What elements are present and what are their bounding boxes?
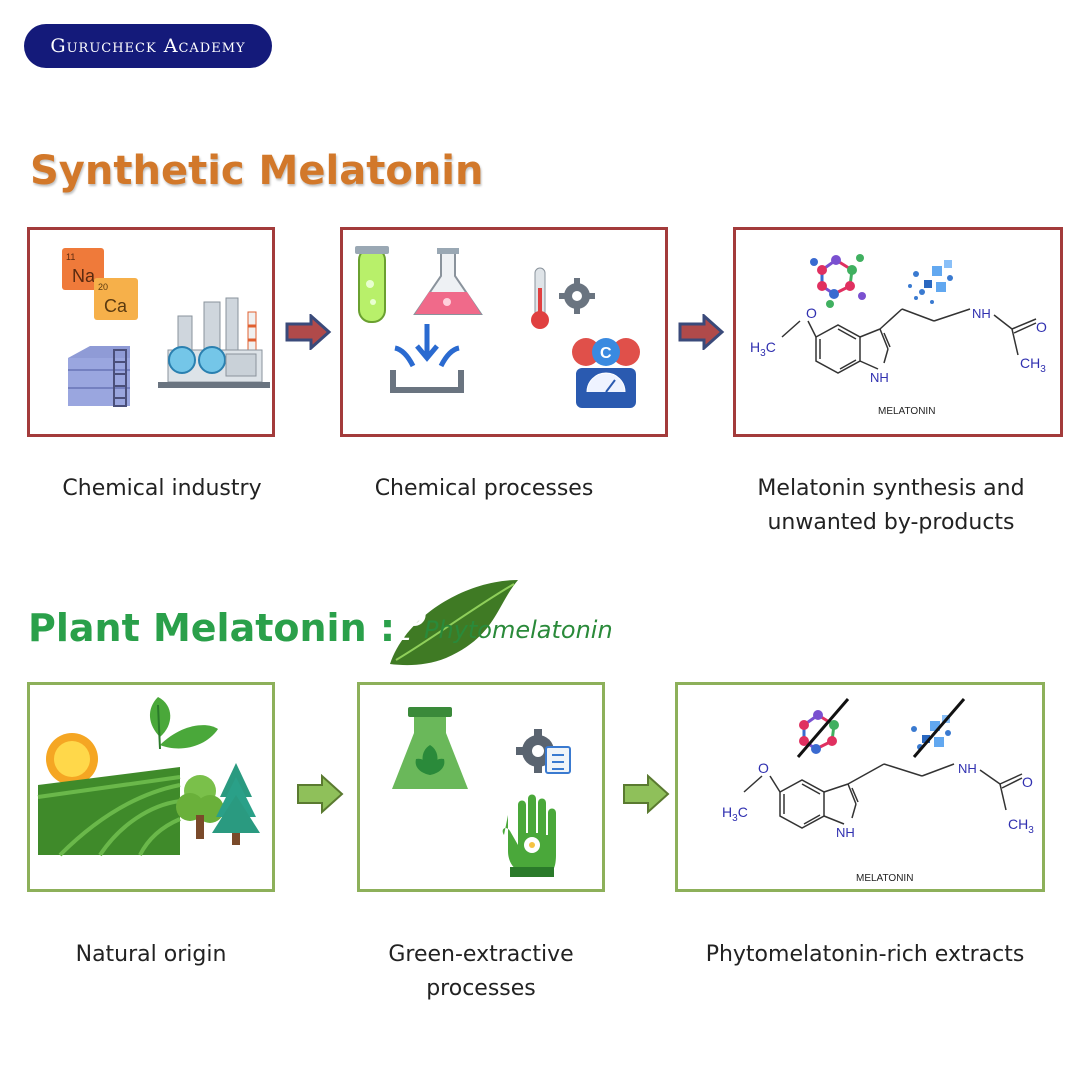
molecule-name-label: MELATONIN <box>878 406 935 417</box>
green-extractive-icon <box>392 707 571 877</box>
chemical-processes-icon: C <box>355 246 640 408</box>
melatonin-molecule-diagram: O H3C NH NH O CH3 MELATONIN <box>722 698 1034 884</box>
arrow-right-icon <box>678 314 725 350</box>
caption-green-extractive: Green-extractive processes <box>388 942 574 1001</box>
oxygen-label: O <box>806 305 817 321</box>
particles-icon <box>908 260 953 304</box>
plant-step-natural-origin <box>27 682 275 892</box>
amide-nh-label: NH <box>958 761 977 776</box>
molecule-name-label: MELATONIN <box>856 873 913 884</box>
svg-text:H3C: H3C <box>750 339 776 359</box>
scale-letter: C <box>600 345 612 362</box>
ring-nh-label: NH <box>870 370 889 385</box>
sodium-number: 11 <box>66 252 75 262</box>
natural-origin-icon <box>37 697 260 857</box>
gear-icon <box>559 278 595 314</box>
melatonin-molecule-diagram: O H3C NH NH O CH3 MELATONIN <box>750 254 1047 417</box>
phytomelatonin-leaf-logo: P Phytomelatonin <box>390 580 613 666</box>
phytomelatonin-word: Phytomelatonin <box>424 616 613 644</box>
plant-step-phytomelatonin-extracts: O H3C NH NH O CH3 MELATONIN <box>675 682 1045 892</box>
calcium-tile <box>94 278 138 320</box>
byproduct-molecule-crossed-icon <box>796 698 850 758</box>
ring-nh-label: NH <box>836 825 855 840</box>
chemical-industry-icon: 11 Na 20 Ca <box>62 248 270 407</box>
svg-text:H3C: H3C <box>722 804 748 824</box>
synthetic-step-chemical-industry: 11 Na 20 Ca <box>27 227 275 437</box>
plant-title: Plant Melatonin : <box>28 606 396 650</box>
carbonyl-oxygen-label: O <box>1022 774 1033 790</box>
brand-name: Gurucheck Academy <box>50 35 246 57</box>
sodium-symbol: Na <box>72 266 96 286</box>
caption-melatonin-synthesis: Melatonin synthesis and unwanted by-prod… <box>757 476 1025 535</box>
caption-chemical-industry: Chemical industry <box>62 476 262 501</box>
byproduct-molecule-icon <box>810 254 866 308</box>
arrow-right-icon <box>297 774 344 814</box>
synthetic-step-melatonin-synthesis: O H3C NH NH O CH3 MELATONIN <box>733 227 1063 437</box>
oxygen-label: O <box>758 760 769 776</box>
caption-phytomelatonin-extracts: Phytomelatonin-rich extracts <box>705 942 1025 967</box>
synthetic-step-chemical-processes: C <box>340 227 668 437</box>
svg-text:CH3: CH3 <box>1020 355 1046 375</box>
amide-nh-label: NH <box>972 306 991 321</box>
carbonyl-oxygen-label: O <box>1036 319 1047 335</box>
arrow-right-icon <box>623 774 670 814</box>
phyto-initial: P <box>395 600 427 651</box>
caption-natural-origin: Natural origin <box>75 942 227 967</box>
sodium-tile <box>62 248 104 290</box>
plant-step-green-extractive <box>357 682 605 892</box>
svg-text:CH3: CH3 <box>1008 816 1034 836</box>
brand-logo: Gurucheck Academy <box>24 24 272 68</box>
caption-chemical-processes: Chemical processes <box>374 476 594 501</box>
calcium-number: 20 <box>98 282 108 292</box>
calcium-symbol: Ca <box>104 296 128 316</box>
arrow-right-icon <box>285 314 332 350</box>
particles-crossed-icon <box>911 698 966 758</box>
synthetic-title: Synthetic Melatonin <box>30 148 484 194</box>
